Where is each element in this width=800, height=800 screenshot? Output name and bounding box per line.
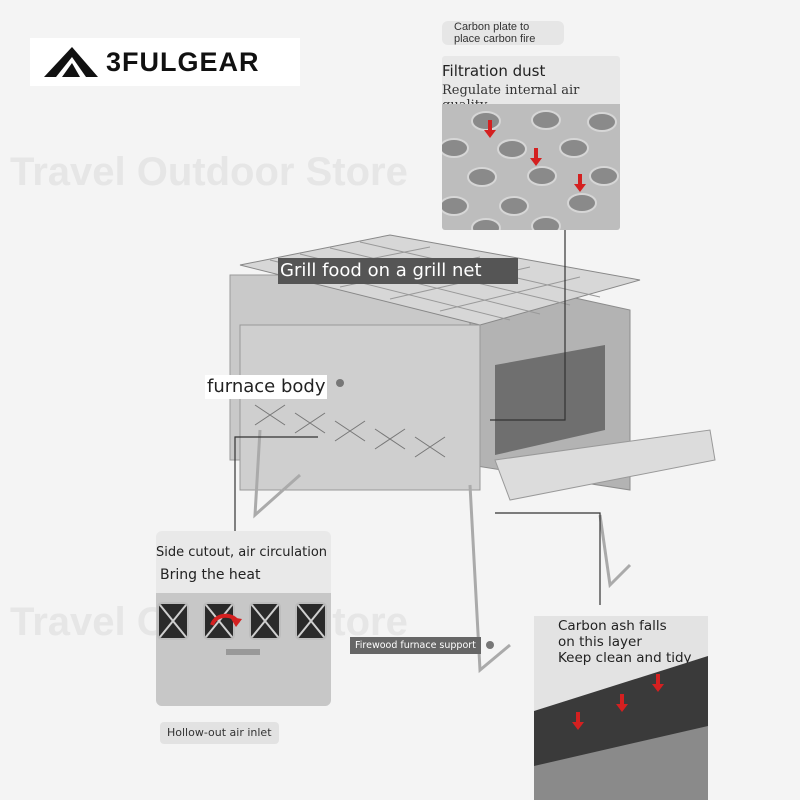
side-cutout-subtitle: Bring the heat — [160, 567, 261, 583]
brand-name: 3FULGEAR — [106, 46, 260, 77]
carbon-plate-tag: Carbon plate to place carbon fire — [442, 21, 564, 45]
carbon-plate-text: Carbon plate to place carbon fire — [454, 21, 536, 45]
filtration-title: Filtration dust — [442, 62, 546, 80]
filtration-detail: Filtration dust Regulate internal air qu… — [442, 56, 620, 230]
watermark-1: Travel Outdoor Store — [10, 150, 408, 194]
ash-line-1: Carbon ash falls — [558, 618, 667, 634]
ash-layer-detail: Carbon ash falls on this layer Keep clea… — [534, 616, 708, 800]
brand-logo: 3FULGEAR — [30, 38, 300, 86]
side-cutout-title: Side cutout, air circulation — [156, 545, 328, 560]
furnace-body-label: furnace body — [205, 375, 328, 399]
ash-line-3: Keep clean and tidy — [558, 650, 692, 666]
side-cutout-image — [156, 593, 331, 706]
firewood-support-label: Firewood furnace support — [350, 637, 481, 654]
stove-illustration — [229, 230, 716, 674]
perforated-plate-image — [442, 104, 620, 230]
side-cutout-detail: Side cutout, air circulation Bring the h… — [156, 531, 331, 706]
ash-tray-image — [534, 656, 708, 800]
tent-logo-icon — [44, 47, 98, 77]
grill-net-label: Grill food on a grill net — [278, 258, 518, 284]
hollow-air-inlet-label: Hollow-out air inlet — [160, 722, 279, 744]
ash-line-2: on this layer — [558, 634, 642, 650]
